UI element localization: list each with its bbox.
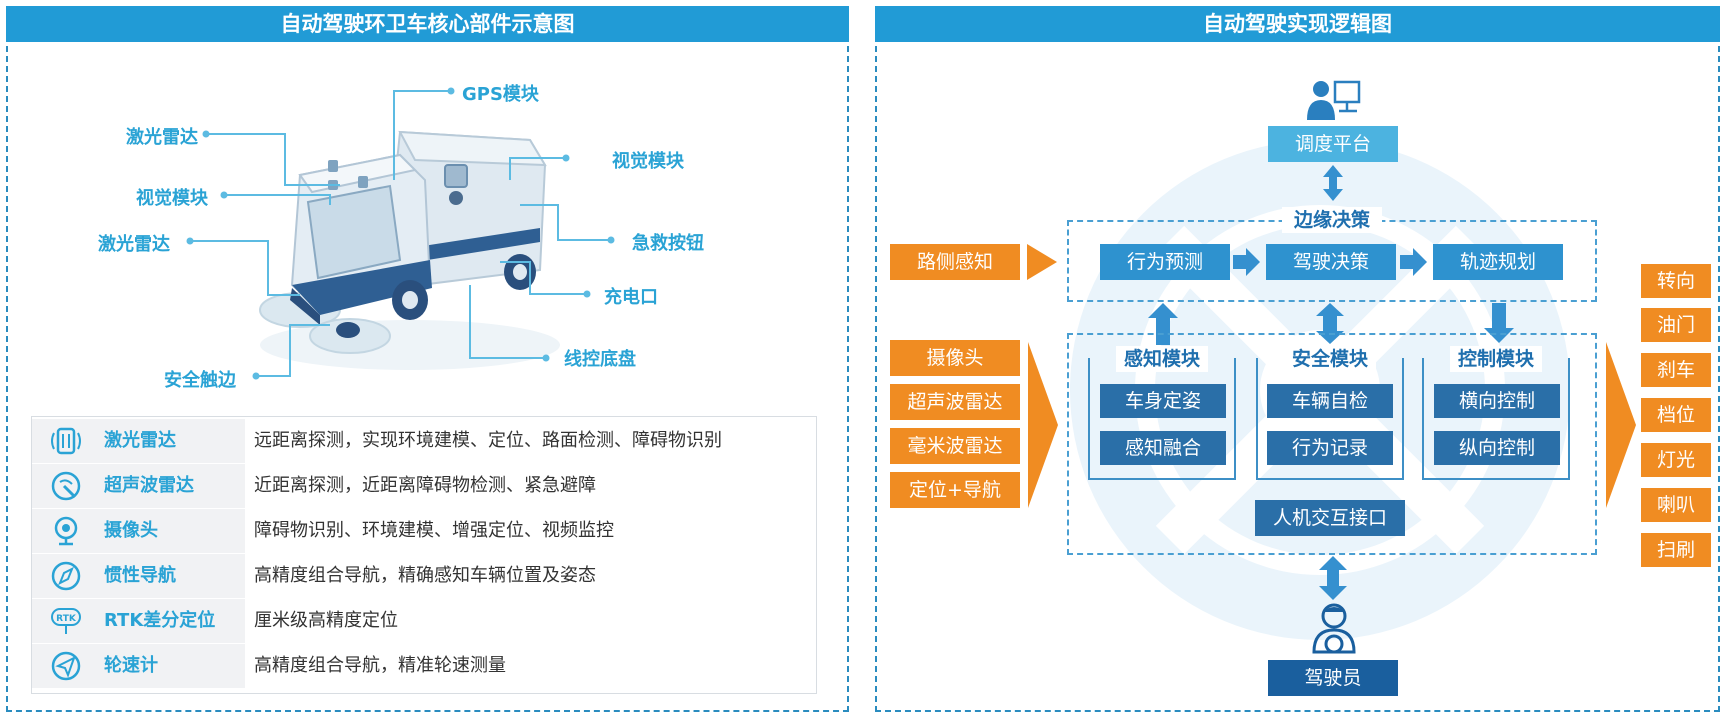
ultrasonic-radar-icon bbox=[51, 471, 81, 501]
output-throttle-box: 油门 bbox=[1641, 308, 1711, 342]
svg-text:RTK: RTK bbox=[56, 614, 77, 624]
trajectory-planning-box: 轨迹规划 bbox=[1433, 244, 1563, 280]
camera-icon bbox=[54, 516, 78, 546]
driving-decision-box: 驾驶决策 bbox=[1266, 244, 1396, 280]
right-panel-title: 自动驾驶实现逻辑图 bbox=[875, 6, 1720, 42]
output-steering-box: 转向 bbox=[1641, 264, 1711, 298]
output-horn-box: 喇叭 bbox=[1641, 488, 1711, 522]
component-name: 摄像头 bbox=[104, 520, 158, 541]
control-module-group bbox=[1422, 358, 1570, 480]
callout-vision-left: 视觉模块 bbox=[136, 188, 208, 209]
component-name: 激光雷达 bbox=[104, 430, 176, 451]
rtk-icon: RTK bbox=[51, 608, 81, 634]
component-name: 轮速计 bbox=[104, 655, 158, 676]
component-description: 高精度组合导航，精准轮速测量 bbox=[254, 655, 506, 676]
component-name: 惯性导航 bbox=[104, 565, 176, 586]
roadside-arrow bbox=[1027, 244, 1057, 280]
table-row: 激光雷达 远距离探测，实现环境建模、定位、路面检测、障碍物识别 bbox=[32, 419, 816, 463]
perception-module-group bbox=[1088, 358, 1236, 480]
outputs-arrow bbox=[1606, 342, 1636, 508]
component-description: 高精度组合导航，精确感知车辆位置及姿态 bbox=[254, 565, 596, 586]
module-item: 车身定姿 bbox=[1100, 384, 1226, 418]
driver-box: 驾驶员 bbox=[1268, 660, 1398, 696]
table-row: 惯性导航 高精度组合导航，精确感知车辆位置及姿态 bbox=[32, 554, 816, 598]
callout-emergency: 急救按钮 bbox=[632, 233, 704, 254]
input-camera-box: 摄像头 bbox=[890, 340, 1020, 376]
module-item: 车辆自检 bbox=[1267, 384, 1393, 418]
component-description: 障碍物识别、环境建模、增强定位、视频监控 bbox=[254, 520, 614, 541]
callout-chassis: 线控底盘 bbox=[564, 349, 636, 370]
component-name: RTK差分定位 bbox=[104, 610, 216, 631]
input-mmwave-box: 毫米波雷达 bbox=[890, 428, 1020, 464]
hmi-interface-box: 人机交互接口 bbox=[1255, 500, 1405, 536]
output-lights-box: 灯光 bbox=[1641, 443, 1711, 477]
vehicle-modules-region bbox=[1067, 333, 1597, 555]
module-item: 纵向控制 bbox=[1434, 431, 1560, 465]
component-table: 激光雷达 远距离探测，实现环境建模、定位、路面检测、障碍物识别 超声波雷达 近距… bbox=[31, 416, 817, 694]
component-description: 厘米级高精度定位 bbox=[254, 610, 398, 631]
input-ultrasonic-box: 超声波雷达 bbox=[890, 384, 1020, 420]
driver-icon bbox=[1312, 603, 1356, 654]
table-row: 轮速计 高精度组合导航，精准轮速测量 bbox=[32, 644, 816, 688]
table-row: 摄像头 障碍物识别、环境建模、增强定位、视频监控 bbox=[32, 509, 816, 553]
edge-decision-label: 边缘决策 bbox=[1282, 207, 1382, 233]
safety-module-group bbox=[1256, 358, 1404, 480]
callout-gps: GPS模块 bbox=[462, 84, 539, 105]
output-brake-box: 刹车 bbox=[1641, 353, 1711, 387]
input-positioning-box: 定位+导航 bbox=[890, 472, 1020, 508]
callout-lidar-front: 激光雷达 bbox=[98, 234, 170, 255]
behavior-prediction-box: 行为预测 bbox=[1100, 244, 1230, 280]
perception-module-title: 感知模块 bbox=[1116, 346, 1208, 372]
component-description: 近距离探测，近距离障碍物检测、紧急避障 bbox=[254, 475, 596, 496]
inputs-arrow bbox=[1028, 342, 1058, 508]
module-item: 行为记录 bbox=[1267, 431, 1393, 465]
callout-lines bbox=[186, 87, 615, 380]
component-description: 远距离探测，实现环境建模、定位、路面检测、障碍物识别 bbox=[254, 430, 722, 451]
callout-lidar-top: 激光雷达 bbox=[126, 127, 198, 148]
callout-safety-edge: 安全触边 bbox=[164, 370, 236, 391]
module-item: 感知融合 bbox=[1100, 431, 1226, 465]
callout-charging: 充电口 bbox=[604, 287, 658, 308]
dispatcher-icon bbox=[1307, 80, 1361, 120]
sweeper-vehicle-illustration bbox=[259, 130, 560, 370]
table-row: 超声波雷达 近距离探测，近距离障碍物检测、紧急避障 bbox=[32, 464, 816, 508]
roadside-perception-box: 路侧感知 bbox=[890, 244, 1020, 280]
navigation-arrow-icon bbox=[51, 651, 81, 681]
dispatch-platform-box: 调度平台 bbox=[1268, 126, 1398, 162]
compass-icon bbox=[51, 561, 81, 591]
left-panel-title: 自动驾驶环卫车核心部件示意图 bbox=[6, 6, 849, 42]
callout-vision-right: 视觉模块 bbox=[612, 151, 684, 172]
control-module-title: 控制模块 bbox=[1450, 346, 1542, 372]
lidar-icon bbox=[51, 427, 81, 455]
module-item: 横向控制 bbox=[1434, 384, 1560, 418]
output-gear-box: 档位 bbox=[1641, 398, 1711, 432]
safety-module-title: 安全模块 bbox=[1284, 346, 1376, 372]
output-brush-box: 扫刷 bbox=[1641, 533, 1711, 567]
component-name: 超声波雷达 bbox=[104, 475, 194, 496]
table-row: RTK RTK差分定位 厘米级高精度定位 bbox=[32, 599, 816, 643]
